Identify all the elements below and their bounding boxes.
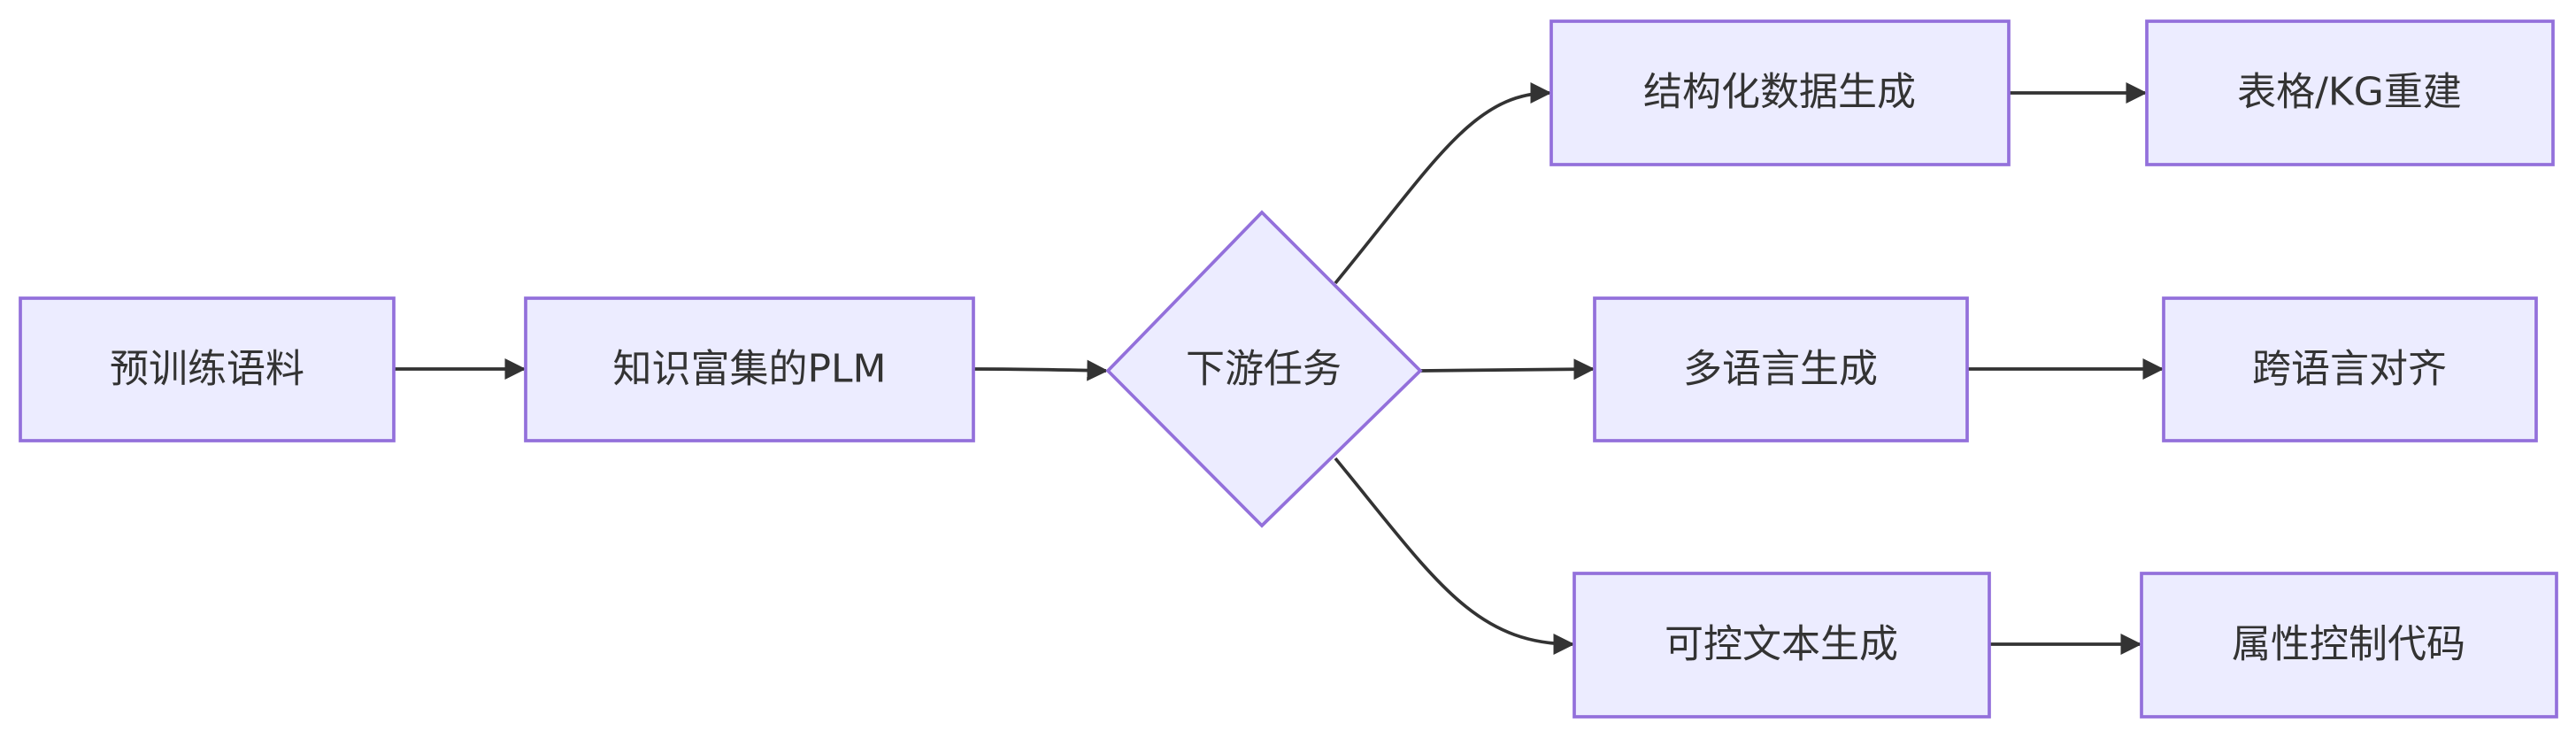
node-controllable-box [1573,572,1991,719]
node-plm-box [524,296,975,442]
node-structured-label: 结构化数据生成 [1643,70,1916,115]
node-corpus-box [19,296,396,442]
edge-downstream-to-multilingual [1419,358,1596,381]
node-multilingual-label: 多语言生成 [1683,347,1878,392]
edge-downstream-to-structured [1334,82,1552,285]
node-plm-label: 知识富集的PLM [612,347,886,392]
node-structured: 结构化数据生成 [1549,19,2011,166]
node-multilingual: 多语言生成 [1593,296,1969,442]
node-downstream-label: 下游任务 [1186,347,1342,392]
edge-plm-to-downstream [973,359,1109,381]
node-controllable-label: 可控文本生成 [1665,622,1898,667]
node-multilingual-box [1593,296,1969,442]
node-attr-code: 属性控制代码 [2140,572,2558,719]
node-table-kg: 表格/KG重建 [2145,19,2555,166]
node-downstream-diamond [1105,210,1423,528]
node-controllable: 可控文本生成 [1573,572,1991,719]
node-table-kg-label: 表格/KG重建 [2237,70,2462,115]
node-crosslingual-label: 跨语言对齐 [2252,347,2447,392]
edges [394,82,2165,655]
node-crosslingual: 跨语言对齐 [2162,296,2538,442]
node-attr-code-box [2140,572,2558,719]
node-corpus: 预训练语料 [19,296,396,442]
node-corpus-label: 预训练语料 [110,347,304,392]
node-plm: 知识富集的PLM [524,296,975,442]
node-downstream: 下游任务 [1105,210,1423,528]
node-attr-code-label: 属性控制代码 [2232,622,2465,667]
edge-downstream-to-controllable [1334,457,1575,655]
node-crosslingual-box [2162,296,2538,442]
node-structured-box [1549,19,2011,166]
node-table-kg-box [2145,19,2555,166]
